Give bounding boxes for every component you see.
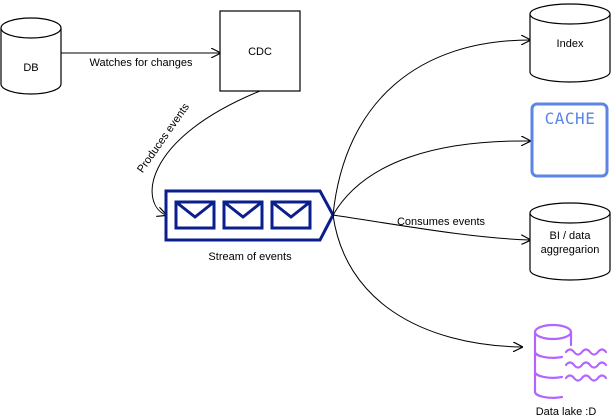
- bi-label-line2: aggregarion: [541, 244, 600, 256]
- data-lake-label: Data lake :D: [536, 406, 597, 418]
- stream-to-datalake-arrow: [332, 214, 522, 347]
- event-stream: Stream of events: [164, 189, 335, 263]
- cdc-to-stream-arrow: [151, 90, 261, 215]
- envelope-icon-1: [174, 200, 216, 230]
- stream-to-index-arrow: [332, 40, 530, 216]
- cdc-to-stream-label: Produces events: [135, 101, 192, 175]
- stream-to-bi-arrow: [332, 214, 530, 240]
- bi-label-line1: BI / data: [550, 230, 592, 242]
- envelope-icon-3: [270, 200, 312, 230]
- data-lake-icon: [533, 323, 608, 399]
- envelope-icon-2: [222, 200, 264, 230]
- bi-cylinder: BI / data aggregarion: [529, 202, 611, 281]
- cdc-box: CDC: [219, 10, 301, 92]
- db-label: DB: [23, 62, 38, 74]
- db-to-cdc-label: Watches for changes: [90, 57, 193, 69]
- stream-label: Stream of events: [208, 251, 292, 263]
- db-cylinder: DB: [0, 17, 62, 95]
- index-label: Index: [557, 38, 584, 50]
- consumes-events-label: Consumes events: [397, 216, 486, 228]
- cache-box: CACHE: [530, 102, 609, 178]
- index-cylinder: Index: [529, 3, 611, 83]
- cache-label: CACHE: [545, 109, 596, 128]
- stream-to-cache-arrow: [332, 141, 530, 216]
- cdc-label: CDC: [248, 46, 272, 58]
